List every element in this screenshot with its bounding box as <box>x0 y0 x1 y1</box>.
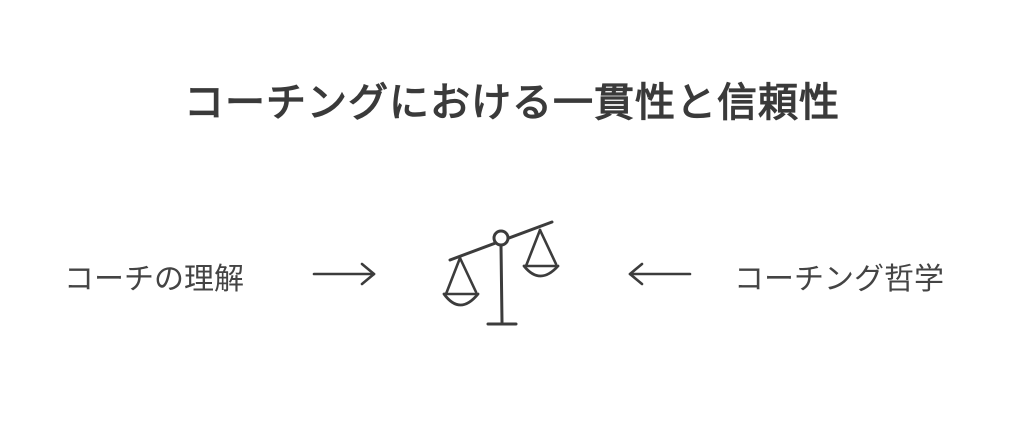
arrow-left-icon <box>628 262 692 286</box>
balance-scale-icon <box>442 220 560 326</box>
page-title: コーチングにおける一貫性と信頼性 <box>184 80 840 126</box>
coaching-philosophy-label: コーチング哲学 <box>734 262 944 297</box>
arrow-right-icon <box>312 262 376 286</box>
coach-understanding-label: コーチの理解 <box>64 262 244 297</box>
